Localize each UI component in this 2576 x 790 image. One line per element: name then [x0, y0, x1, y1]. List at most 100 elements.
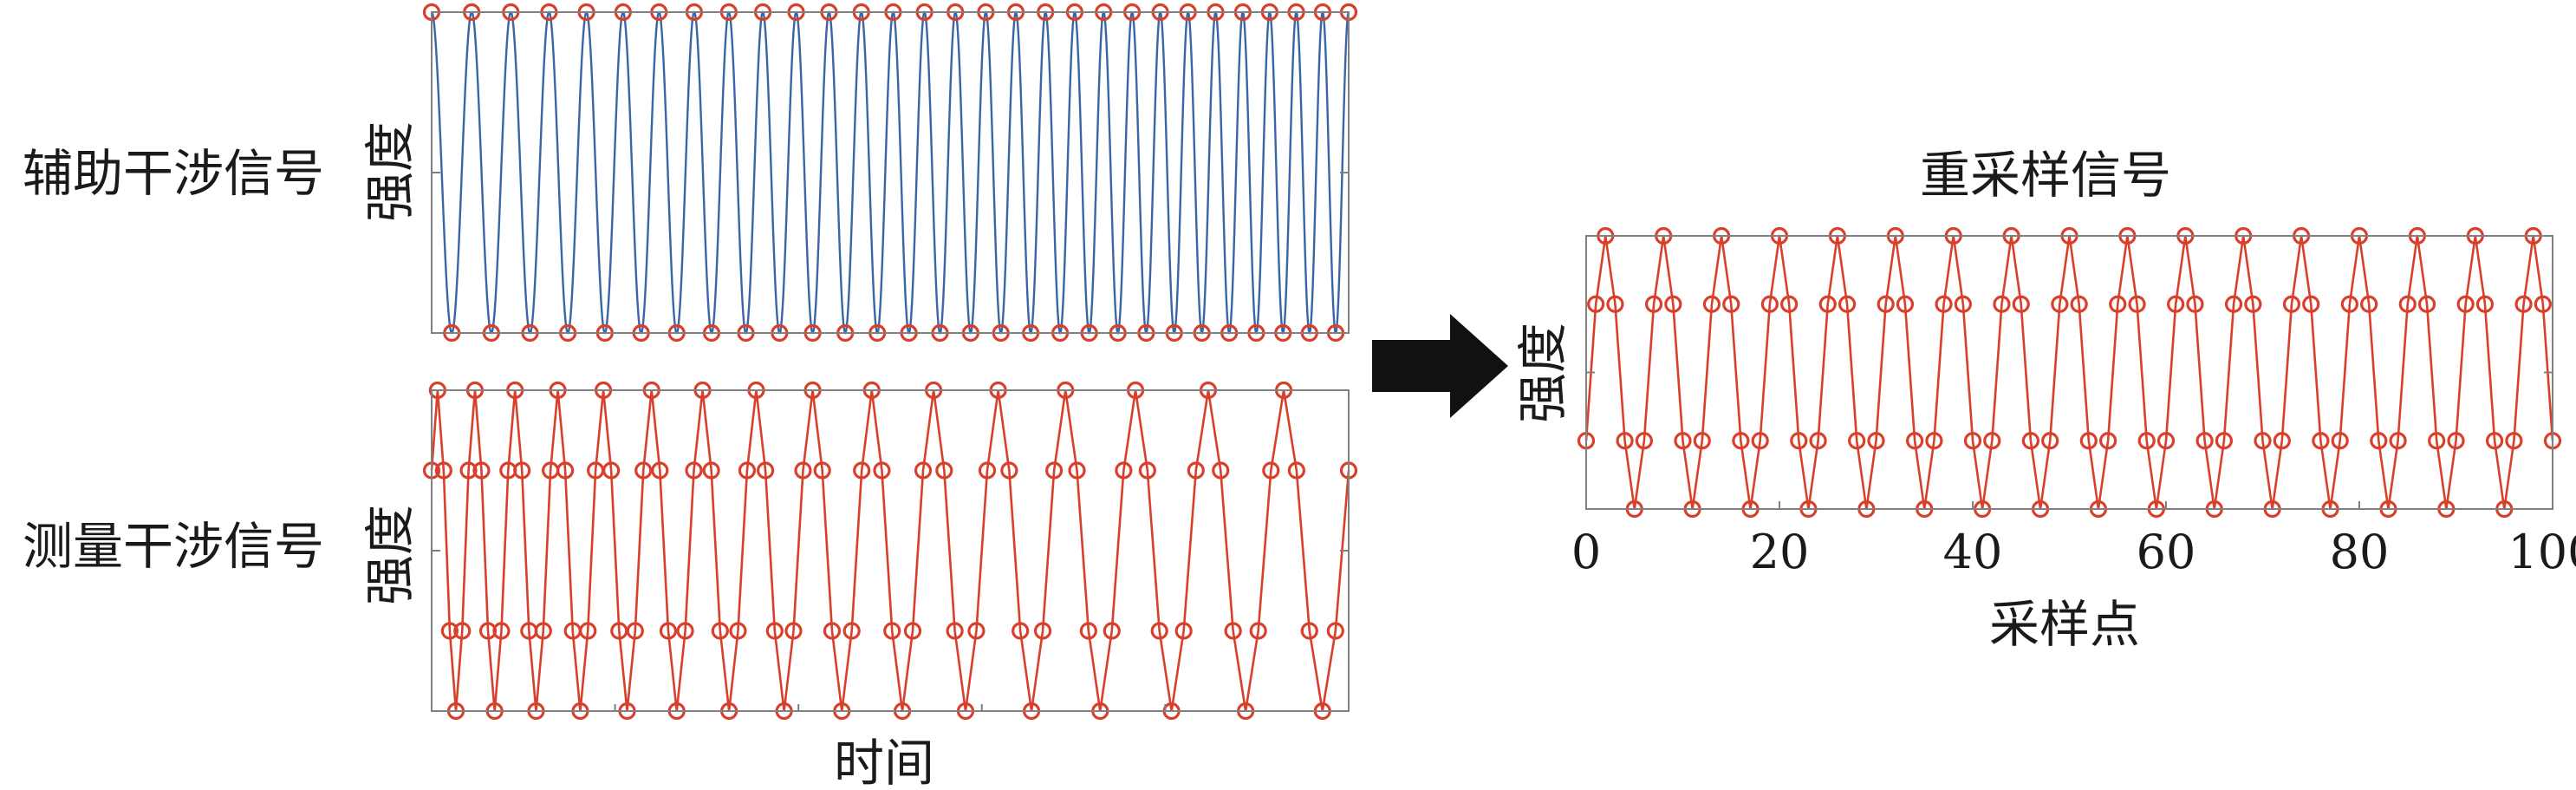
meas-y-label: 强度 [361, 505, 420, 605]
meas-sample-marker [702, 461, 720, 480]
meas-sample-marker [434, 461, 452, 480]
res-sample-marker [1616, 432, 1634, 450]
meas-sample-marker [676, 622, 694, 640]
meas-sample-marker [883, 622, 901, 640]
meas-sample-marker [1150, 622, 1168, 640]
res-sample-marker [2128, 295, 2146, 313]
meas-sample-marker [1224, 622, 1242, 640]
meas-sample-marker [784, 622, 803, 640]
res-sample-marker [1867, 432, 1885, 450]
res-sample-marker [1954, 295, 1972, 313]
res-sample-marker [1587, 295, 1605, 313]
res-x-label: 采样点 [1989, 595, 2140, 654]
meas-sample-marker [659, 622, 678, 640]
res-sample-marker [1664, 295, 1682, 313]
res-x-ticks: 020406080100 [1571, 501, 2576, 579]
meas-sample-marker [1000, 461, 1018, 480]
meas-sample-marker [1187, 461, 1205, 480]
res-sample-marker [2534, 295, 2552, 313]
meas-sample-marker [602, 461, 621, 480]
res-x-tick-label: 0 [1571, 525, 1601, 579]
res-sample-marker [1780, 295, 1799, 313]
meas-sample-marker [853, 461, 871, 480]
meas-sample-marker [1212, 461, 1230, 480]
res-sample-marker [1877, 295, 1895, 313]
meas-sample-marker [935, 461, 953, 480]
meas-sample-marker [626, 622, 644, 640]
res-x-tick-label: 100 [2508, 525, 2576, 579]
meas-sample-marker [823, 622, 842, 640]
res-sample-marker [1993, 295, 2011, 313]
meas-sample-marker [513, 461, 531, 480]
meas-sample-marker [873, 461, 891, 480]
res-sample-marker [2514, 295, 2533, 313]
meas-signal-line [430, 389, 1350, 712]
meas-sample-marker [634, 461, 653, 480]
res-sample-marker [2137, 432, 2156, 450]
meas-sample-marker [813, 461, 831, 480]
res-sample-marker [1809, 432, 1827, 450]
meas-sample-marker [1249, 622, 1267, 640]
res-sample-marker [2273, 432, 2291, 450]
meas-sample-marker [453, 622, 472, 640]
meas-sample-marker [1012, 622, 1030, 640]
meas-sample-marker [1138, 461, 1156, 480]
res-sample-marker [2012, 295, 2030, 313]
res-sample-marker [2475, 295, 2495, 313]
res-sample-marker [2312, 432, 2330, 450]
aux-plot-area [422, 3, 1358, 343]
meas-sample-marker [440, 622, 459, 640]
res-sample-marker [1818, 295, 1837, 313]
res-sample-marker [1896, 295, 1915, 313]
meas-sample-marker [1103, 622, 1121, 640]
res-sample-marker [1674, 432, 1692, 450]
meas-sample-marker [1079, 622, 1097, 640]
res-sample-marker [2195, 432, 2214, 450]
res-sample-marker [2417, 295, 2436, 313]
res-sample-marker [2041, 432, 2059, 450]
meas-sample-marker [651, 461, 669, 480]
meas-sample-marker [556, 461, 575, 480]
res-sample-marker [2428, 432, 2446, 450]
res-x-tick-label: 80 [2330, 525, 2390, 579]
meas-sample-marker [1262, 461, 1280, 480]
meas-sample-marker [738, 461, 757, 480]
aux-side-label: 辅助干涉信号 [23, 144, 324, 203]
res-sample-marker [2389, 432, 2407, 450]
res-sample-marker [1751, 432, 1769, 450]
res-sample-marker [2340, 295, 2358, 313]
resampled-panel: 重采样信号 强度 020406080100 采样点 [1513, 146, 2576, 654]
res-sample-marker [2456, 295, 2475, 313]
res-sample-marker [2505, 432, 2523, 450]
res-sample-marker [2447, 432, 2465, 450]
res-sample-marker [1606, 295, 1624, 313]
res-sample-marker [2398, 295, 2417, 313]
res-x-tick-label: 40 [1943, 525, 2003, 579]
res-sample-marker [1635, 432, 1654, 450]
res-sample-marker [2302, 295, 2320, 313]
meas-sample-marker [765, 622, 784, 640]
meas-x-label: 时间 [834, 734, 934, 790]
meas-sample-marker [903, 622, 922, 640]
meas-sample-marker [711, 622, 729, 640]
meas-sample-marker [472, 461, 491, 480]
res-sample-marker [1722, 295, 1740, 313]
res-sample-marker [2254, 432, 2272, 450]
res-sample-marker [1906, 432, 1924, 450]
meas-sample-marker [756, 461, 775, 480]
res-signal-line [1584, 235, 2554, 510]
meas-sample-marker [1068, 461, 1086, 480]
meas-sample-marker [946, 622, 964, 640]
res-sample-marker [2370, 432, 2388, 450]
meas-sample-marker [794, 461, 812, 480]
meas-sample-marker [1174, 622, 1193, 640]
res-sample-marker [2021, 432, 2039, 450]
res-sample-marker [2282, 295, 2301, 313]
res-sample-marker [1983, 432, 2001, 450]
res-sample-marker [2186, 295, 2204, 313]
meas-sample-marker [459, 461, 478, 480]
res-sample-marker [2079, 432, 2098, 450]
meas-sample-marker [914, 461, 933, 480]
meas-sample-marker [579, 622, 597, 640]
